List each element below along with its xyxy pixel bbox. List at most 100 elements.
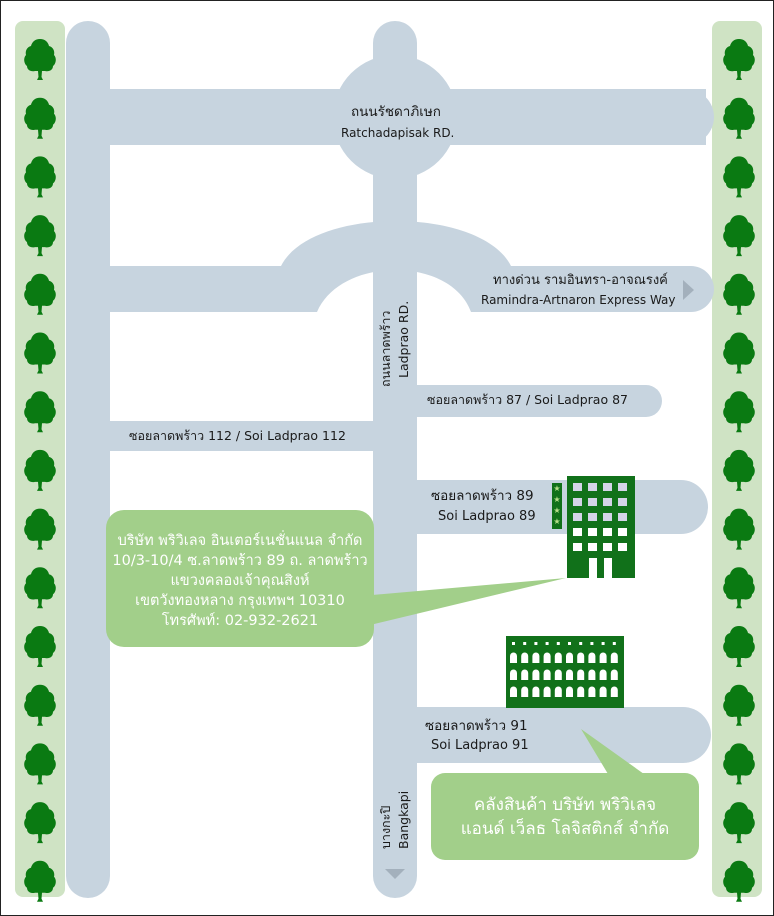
svg-text:★: ★ bbox=[553, 495, 560, 504]
arch-window bbox=[532, 686, 540, 697]
window bbox=[556, 642, 560, 645]
window bbox=[588, 483, 597, 491]
warehouse-building-icon bbox=[506, 636, 624, 708]
road-soi-112 bbox=[66, 421, 417, 451]
window bbox=[573, 543, 582, 551]
window bbox=[588, 498, 597, 506]
arch-window bbox=[554, 669, 562, 680]
window bbox=[618, 513, 627, 521]
window bbox=[573, 483, 582, 491]
ladprao-label-thai: ถนนลาดพร้าว bbox=[378, 310, 393, 387]
ratchadapisak-label-en: Ratchadapisak RD. bbox=[341, 126, 455, 140]
window bbox=[579, 642, 583, 645]
arch-window bbox=[510, 652, 517, 663]
window bbox=[590, 642, 594, 645]
arch-window bbox=[521, 652, 529, 663]
road-soi-87 bbox=[417, 385, 662, 417]
office-callout-shape bbox=[106, 510, 566, 647]
tree-row-left bbox=[24, 39, 56, 902]
office-callout: บริษัท พริวิเลจ อินเตอร์เนชั่นแนล จำกัด … bbox=[106, 531, 374, 631]
window bbox=[603, 513, 612, 521]
arch-window bbox=[577, 686, 585, 697]
road-left-vertical bbox=[66, 21, 110, 898]
window bbox=[523, 642, 527, 645]
office-address-line-1: 10/3-10/4 ซ.ลาดพร้าว 89 ถ. ลาดพร้าว bbox=[112, 553, 368, 569]
arch-window bbox=[599, 652, 607, 663]
arch-window bbox=[554, 652, 562, 663]
office-address-line-3: เขตวังทองหลาง กรุงเทพฯ 10310 bbox=[135, 593, 345, 609]
window bbox=[534, 642, 538, 645]
warehouse-callout-shape bbox=[431, 729, 699, 860]
triangle-right-icon bbox=[683, 280, 694, 300]
expressway-label-thai: ทางด่วน รามอินทรา-อาจณรงค์ bbox=[493, 273, 668, 288]
warehouse-name-line-1: คลังสินค้า บริษัท พริวิเลจ bbox=[473, 795, 657, 815]
window bbox=[573, 513, 582, 521]
svg-text:★: ★ bbox=[553, 517, 560, 526]
arch-window bbox=[532, 669, 540, 680]
arch-window bbox=[588, 669, 596, 680]
arch-window bbox=[610, 652, 618, 663]
road-soi-91 bbox=[417, 707, 711, 763]
arch-window bbox=[532, 652, 540, 663]
window bbox=[588, 543, 597, 551]
arch-window bbox=[510, 686, 517, 697]
window bbox=[512, 642, 515, 645]
window bbox=[603, 543, 612, 551]
road-expressway-arc bbox=[66, 221, 714, 312]
window bbox=[603, 483, 612, 491]
window bbox=[603, 498, 612, 506]
window bbox=[618, 483, 627, 491]
arch-window bbox=[543, 686, 551, 697]
soi-91-label-thai: ซอยลาดพร้าว 91 bbox=[425, 718, 528, 734]
arch-window bbox=[566, 669, 573, 680]
window bbox=[568, 642, 571, 645]
soi-89-label-en: Soi Ladprao 89 bbox=[438, 509, 536, 524]
arch-window bbox=[577, 669, 585, 680]
road-soi-89 bbox=[417, 480, 708, 534]
arch-window bbox=[577, 652, 585, 663]
window bbox=[612, 642, 616, 645]
arch-window bbox=[599, 669, 607, 680]
ratchadapisak-label-thai: ถนนรัชดาภิเษก bbox=[351, 104, 441, 120]
arch-window bbox=[599, 686, 607, 697]
bangkapi-label-thai: บางกะปิ bbox=[378, 805, 393, 849]
soi-91-label-en: Soi Ladprao 91 bbox=[431, 738, 529, 753]
window bbox=[573, 528, 582, 536]
arch-window bbox=[510, 669, 517, 680]
ladprao-label-en: Ladprao RD. bbox=[396, 300, 411, 378]
window bbox=[618, 528, 627, 536]
office-phone: โทรศัพท์: 02-932-2621 bbox=[161, 613, 319, 629]
window bbox=[573, 498, 582, 506]
svg-text:★: ★ bbox=[553, 484, 560, 493]
window bbox=[618, 498, 627, 506]
road-ladprao bbox=[373, 21, 417, 898]
warehouse-callout: คลังสินค้า บริษัท พริวิเลจ แอนด์ เว็ลธ โ… bbox=[431, 793, 699, 841]
svg-text:★: ★ bbox=[553, 506, 560, 515]
arch-window bbox=[566, 686, 573, 697]
arch-window bbox=[543, 669, 551, 680]
triangle-down-icon bbox=[385, 869, 405, 879]
window bbox=[618, 543, 627, 551]
window bbox=[588, 513, 597, 521]
window bbox=[603, 528, 612, 536]
tree-row-right bbox=[723, 39, 755, 902]
arch-window bbox=[521, 686, 529, 697]
arch-window bbox=[610, 669, 618, 680]
warehouse-name-line-2: แอนด์ เว็ลธ โลจิสติกส์ จำกัด bbox=[460, 819, 670, 839]
bangkapi-label-en: Bangkapi bbox=[396, 790, 411, 849]
office-address-line-2: แขวงคลองเจ้าคุณสิงห์ bbox=[170, 573, 310, 589]
arch-window bbox=[554, 686, 562, 697]
soi-87-label: ซอยลาดพร้าว 87 / Soi Ladprao 87 bbox=[427, 392, 628, 407]
window bbox=[601, 642, 605, 645]
expressway-label-en: Ramindra-Artnaron Express Way bbox=[481, 293, 676, 307]
arch-window bbox=[610, 686, 618, 697]
soi-112-label: ซอยลาดพร้าว 112 / Soi Ladprao 112 bbox=[129, 428, 346, 443]
arch-window bbox=[588, 686, 596, 697]
arch-window bbox=[566, 652, 573, 663]
office-name: บริษัท พริวิเลจ อินเตอร์เนชั่นแนล จำกัด bbox=[117, 533, 363, 549]
arch-window bbox=[543, 652, 551, 663]
office-building-icon: ★ ★ ★ ★ bbox=[552, 476, 635, 578]
window bbox=[545, 642, 549, 645]
soi-89-label-thai: ซอยลาดพร้าว 89 bbox=[431, 488, 534, 504]
